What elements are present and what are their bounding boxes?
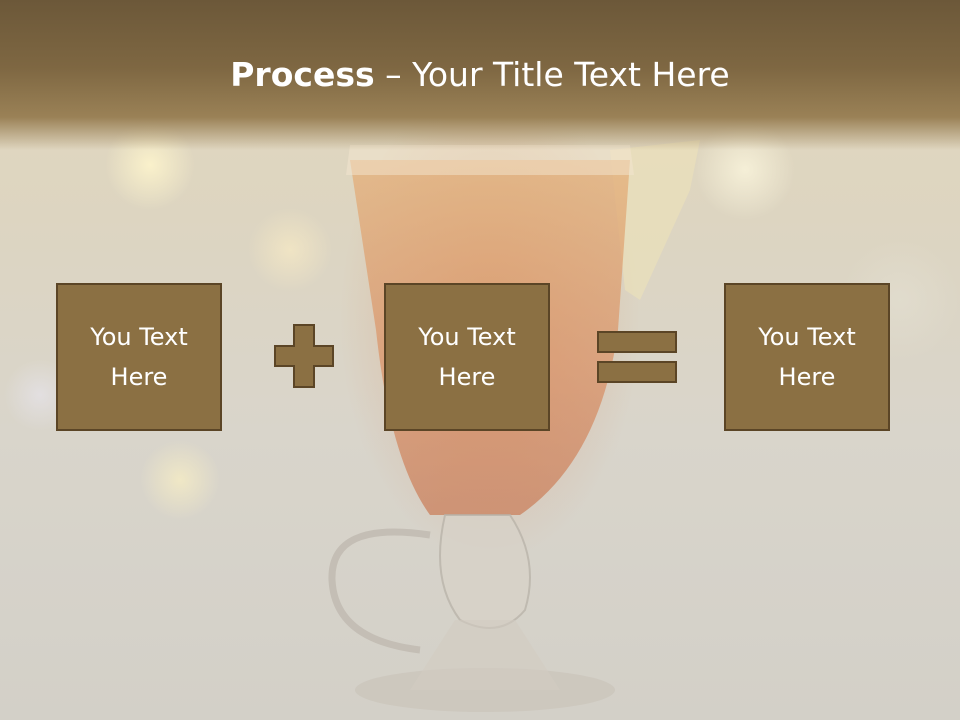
plus-icon [274,324,334,388]
title-rest: – Your Title Text Here [374,55,730,94]
title-strong: Process [230,55,375,94]
title-band [0,0,960,150]
slide-title: Process – Your Title Text Here [0,52,960,98]
process-box-3: You Text Here [724,283,890,431]
process-box-2: You Text Here [384,283,550,431]
process-box-1: You Text Here [56,283,222,431]
equals-icon [597,331,677,383]
